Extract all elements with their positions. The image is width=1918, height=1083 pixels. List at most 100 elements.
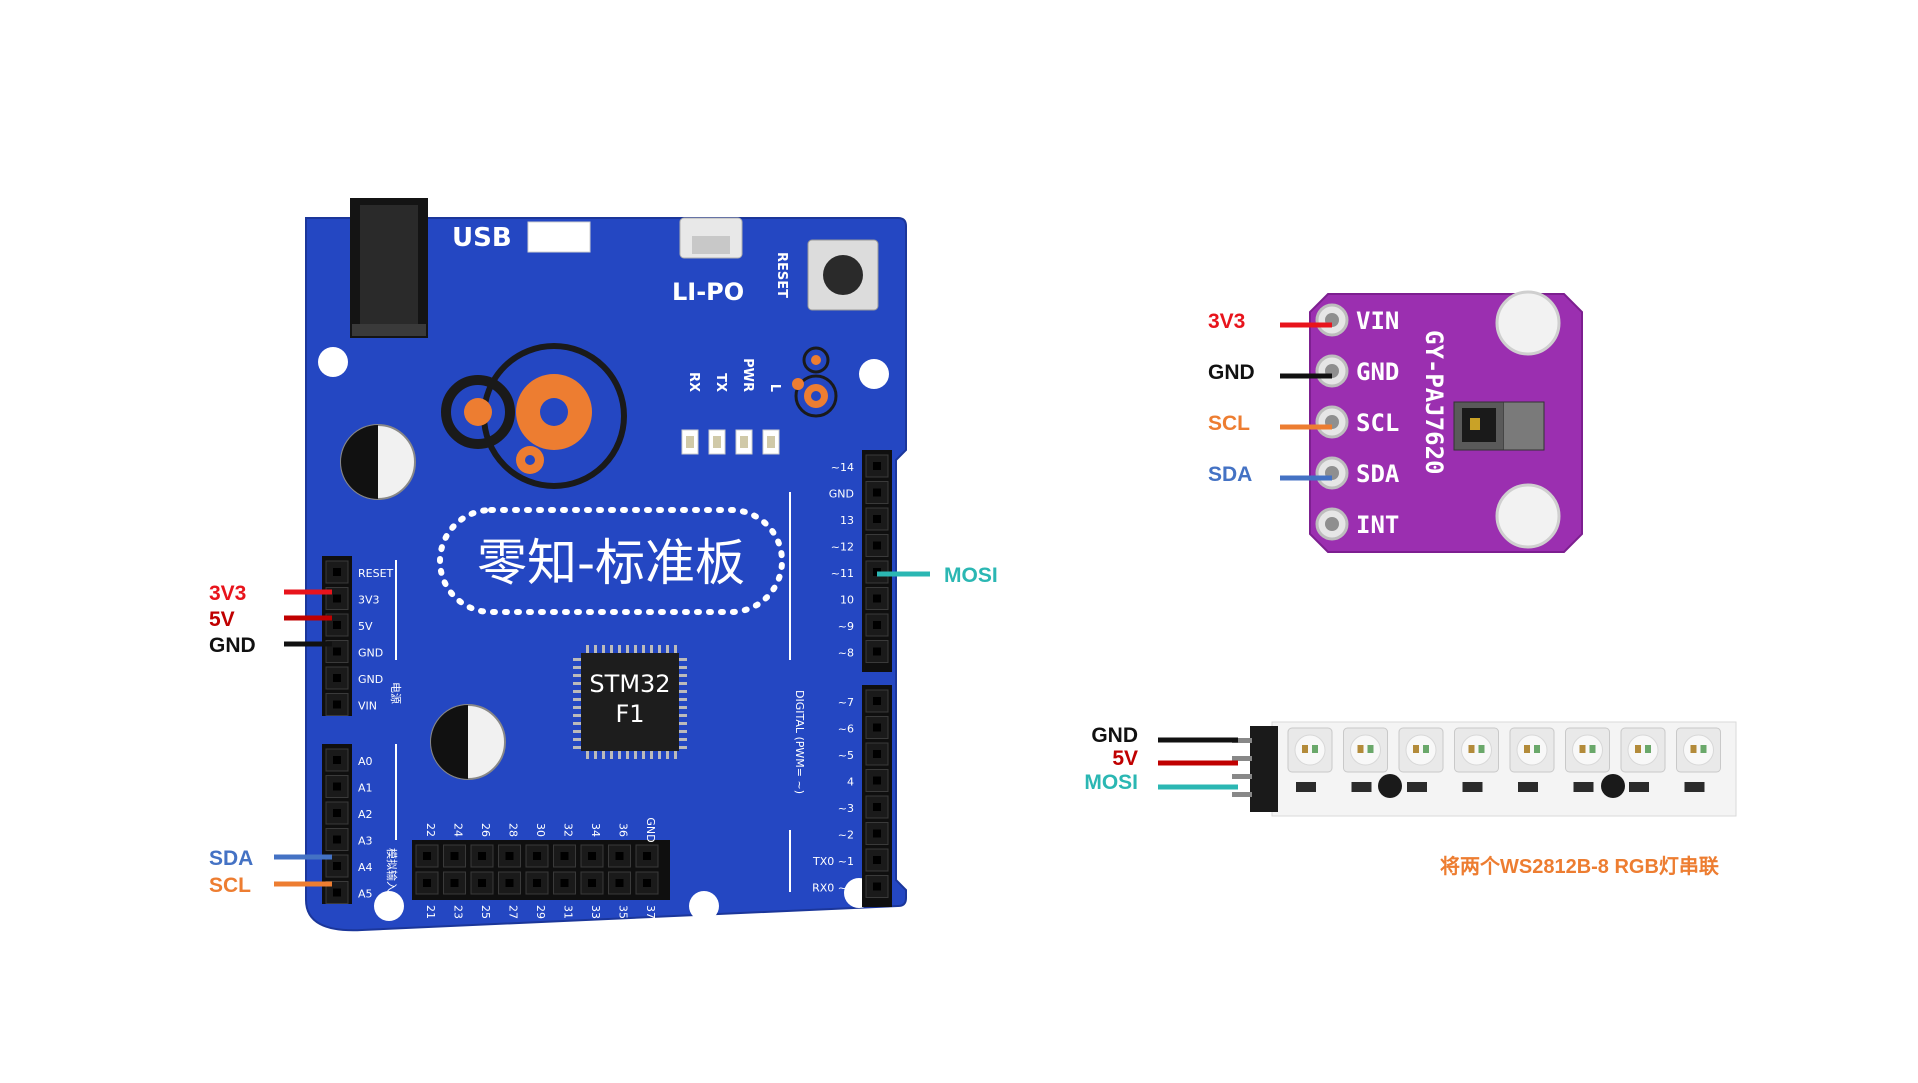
bottom-pin-label: 29 [534, 905, 547, 919]
sensor-pin-hole [1325, 517, 1339, 531]
chip-leg [573, 706, 581, 709]
sensor-pin-label: VIN [1356, 307, 1399, 335]
analog-pin-hole [333, 809, 341, 817]
digital-pin-hole [873, 515, 881, 523]
analog-pin-label: A4 [358, 861, 373, 874]
chip-leg [658, 751, 661, 759]
mount-hole [374, 891, 404, 921]
chip-leg [586, 645, 589, 653]
chip-leg [679, 658, 687, 661]
rgb-led-lens [1516, 734, 1548, 766]
bottom-pin-label: 28 [507, 823, 520, 837]
digital-pin-label: ~11 [831, 567, 854, 580]
status-led-lens [713, 436, 721, 448]
power-pin-hole [333, 674, 341, 682]
sensor-chip [1453, 401, 1545, 451]
bottom-pin-hole [615, 852, 624, 860]
strip-mount-hole [1601, 774, 1625, 798]
digital-pin-hole [873, 856, 881, 864]
mount-hole [689, 891, 719, 921]
digital-pin-label: GND [829, 488, 854, 501]
bottom-pin-label: 33 [589, 905, 602, 919]
chip-leg [626, 751, 629, 759]
board-name-badge: 零知-标准板 [437, 507, 785, 615]
wire-label-scl: SCL [209, 874, 251, 897]
chip-leg [642, 751, 645, 759]
smd-cap [1296, 782, 1316, 792]
chip-leg [679, 690, 687, 693]
strip-pin [1232, 756, 1252, 761]
rgb-led-die [1690, 745, 1697, 753]
board-name: 零知-标准板 [477, 534, 745, 592]
rgb-led-die [1423, 745, 1429, 753]
led-label: RX [686, 372, 701, 392]
strip-wire-label-mosi: MOSI [1084, 771, 1138, 794]
rgb-led-die [1468, 745, 1475, 753]
strip-pin [1232, 738, 1252, 743]
led-label: TX [713, 373, 728, 392]
chip-leg [679, 730, 687, 733]
capacitor [430, 704, 506, 780]
wire-label-sda: SDA [209, 847, 253, 870]
chip-leg [679, 682, 687, 685]
status-led-lens [686, 436, 694, 448]
chip-leg [634, 751, 637, 759]
bottom-pin-label: 32 [562, 823, 575, 837]
bottom-pin-label: 22 [424, 823, 437, 837]
strip-pin [1232, 792, 1252, 797]
chip-leg [679, 666, 687, 669]
chip-leg [586, 751, 589, 759]
digital-pin-label: ~7 [838, 696, 854, 709]
rgb-led-die [1312, 745, 1318, 753]
wire-label-3v3: 3V3 [209, 582, 246, 605]
analog-pin-hole [333, 888, 341, 897]
bottom-pin-label: GND [644, 817, 657, 842]
chip-line2: F1 [615, 700, 644, 728]
chip-leg [626, 645, 629, 653]
digital-pin-label: ~3 [838, 802, 854, 815]
strip-wire-label-5v: 5V [1112, 747, 1138, 770]
bottom-pin-hole [505, 879, 514, 887]
power-pin-hole [333, 621, 341, 629]
strip-pcb [1271, 721, 1737, 817]
rgb-led-die [1700, 745, 1707, 753]
chip-leg [666, 645, 669, 653]
chip-leg [642, 645, 645, 653]
bottom-pin-hole [450, 879, 459, 887]
chip-leg [666, 751, 669, 759]
rgb-led-lens [1683, 734, 1714, 766]
digital-pin-label: ~6 [838, 723, 854, 736]
reset-button[interactable] [807, 239, 879, 311]
chip-leg [573, 714, 581, 717]
lipo-connector [679, 217, 743, 259]
bottom-pin-hole [533, 852, 541, 860]
sensor-pin-label: SCL [1356, 409, 1399, 437]
smd-cap [1518, 782, 1538, 792]
smd-cap [1629, 782, 1649, 792]
chip-leg [679, 698, 687, 701]
bottom-pin-label: 37 [644, 905, 657, 919]
capacitor [340, 424, 416, 500]
rgb-led-die [1357, 745, 1364, 753]
rgb-led-die [1534, 745, 1540, 753]
usb-port [527, 221, 591, 253]
bottom-pin-label: 23 [452, 905, 465, 919]
chip-leg [674, 645, 677, 653]
digital-pin-hole [873, 829, 881, 838]
chip-leg [573, 666, 581, 669]
bottom-pin-label: 24 [452, 823, 465, 837]
smd-cap [1684, 782, 1705, 792]
bottom-pin-hole [505, 852, 514, 860]
rgb-led-lens [1405, 734, 1437, 766]
rgb-led-die [1635, 745, 1641, 753]
wire-label-mosi: MOSI [944, 564, 998, 587]
power-pin-label: RESET [358, 567, 394, 580]
digital-pin-hole [873, 750, 881, 758]
bottom-pin-hole [423, 852, 431, 860]
bottom-pin-hole [588, 879, 596, 887]
led-label: L [767, 384, 782, 392]
rgb-led-lens [1350, 734, 1381, 766]
